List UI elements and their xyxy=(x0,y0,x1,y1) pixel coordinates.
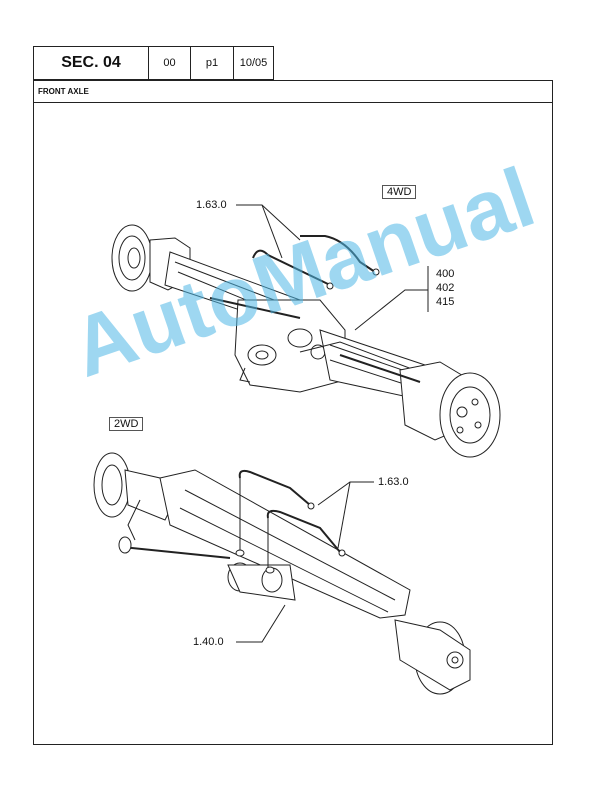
ref-label-mid: 1.63.0 xyxy=(378,476,409,488)
section-number: SEC. 04 xyxy=(33,46,148,80)
tag-2wd: 2WD xyxy=(109,417,144,431)
ref-label-top: 1.63.0 xyxy=(196,199,227,211)
ref-label-bottom: 1.40.0 xyxy=(193,636,224,648)
ref-list-item-2: 402 xyxy=(436,282,455,294)
header-table: SEC. 04 00 p1 10/05 xyxy=(33,46,274,80)
section-subnumber: 00 xyxy=(148,46,190,80)
page-number: p1 xyxy=(190,46,233,80)
ref-list-item-3: 415 xyxy=(436,296,455,308)
content-frame: FRONT AXLE xyxy=(33,80,553,745)
axle-4wd-drawing xyxy=(111,204,501,458)
ref-list-item-1: 400 xyxy=(436,268,455,280)
revision-date: 10/05 xyxy=(233,46,274,80)
page-title: FRONT AXLE xyxy=(38,87,89,96)
title-row: FRONT AXLE xyxy=(34,81,552,103)
tag-4wd: 4WD xyxy=(382,185,417,199)
axle-2wd-drawing xyxy=(93,452,471,695)
